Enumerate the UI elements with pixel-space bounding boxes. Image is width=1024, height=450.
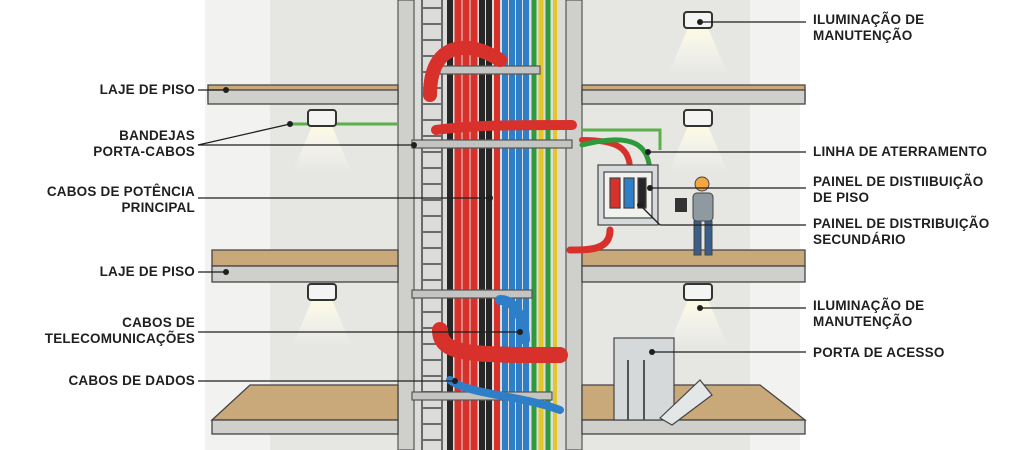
label-painel-secundario: PAINEL DE DISTRIBUIÇÃO SECUNDÁRIO bbox=[813, 216, 990, 247]
label-porta-acesso: PORTA DE ACESSO bbox=[813, 345, 945, 360]
label-laje-de-piso-top: LAJE DE PISO bbox=[99, 82, 195, 97]
light-beam bbox=[668, 126, 728, 173]
light-fixture bbox=[683, 109, 713, 127]
label-iluminacao-top: ILUMINAÇÃO DE MANUTENÇÃO bbox=[813, 12, 925, 43]
light-fixture bbox=[307, 109, 337, 127]
label-bandejas-porta-cabos: BANDEJAS PORTA-CABOS bbox=[93, 128, 195, 159]
light-beam bbox=[292, 126, 352, 173]
label-linha-aterramento: LINHA DE ATERRAMENTO bbox=[813, 144, 988, 159]
light-beam bbox=[668, 300, 728, 347]
maintenance-light bbox=[668, 283, 728, 347]
label-painel-piso: PAINEL DE DISTIIBUIÇÃO DE PISO bbox=[813, 174, 984, 205]
cable-sweeps bbox=[423, 40, 653, 414]
label-iluminacao-bottom: ILUMINAÇÃO DE MANUTENÇÃO bbox=[813, 298, 925, 329]
ladder bbox=[421, 0, 443, 450]
light-fixture bbox=[683, 283, 713, 301]
shaft-walls bbox=[397, 0, 583, 450]
leader-dots bbox=[223, 19, 703, 384]
light-beam bbox=[668, 28, 728, 75]
maintenance-lights bbox=[292, 11, 728, 347]
light-beam bbox=[292, 300, 352, 347]
label-cabos-potencia: CABOS DE POTÊNCIA PRINCIPAL bbox=[46, 184, 195, 215]
light-fixture bbox=[307, 283, 337, 301]
label-cabos-dados: CABOS DE DADOS bbox=[68, 373, 195, 388]
vertical-cables bbox=[447, 0, 557, 450]
maintenance-light bbox=[292, 283, 352, 347]
technician-figure bbox=[675, 176, 714, 256]
label-laje-de-piso-mid: LAJE DE PISO bbox=[99, 264, 195, 279]
maintenance-light bbox=[668, 109, 728, 173]
label-cabos-telecom: CABOS DE TELECOMUNICAÇÕES bbox=[44, 315, 195, 346]
maintenance-light bbox=[292, 109, 352, 173]
leader-lines bbox=[197, 21, 806, 382]
distribution-panel bbox=[597, 164, 659, 226]
